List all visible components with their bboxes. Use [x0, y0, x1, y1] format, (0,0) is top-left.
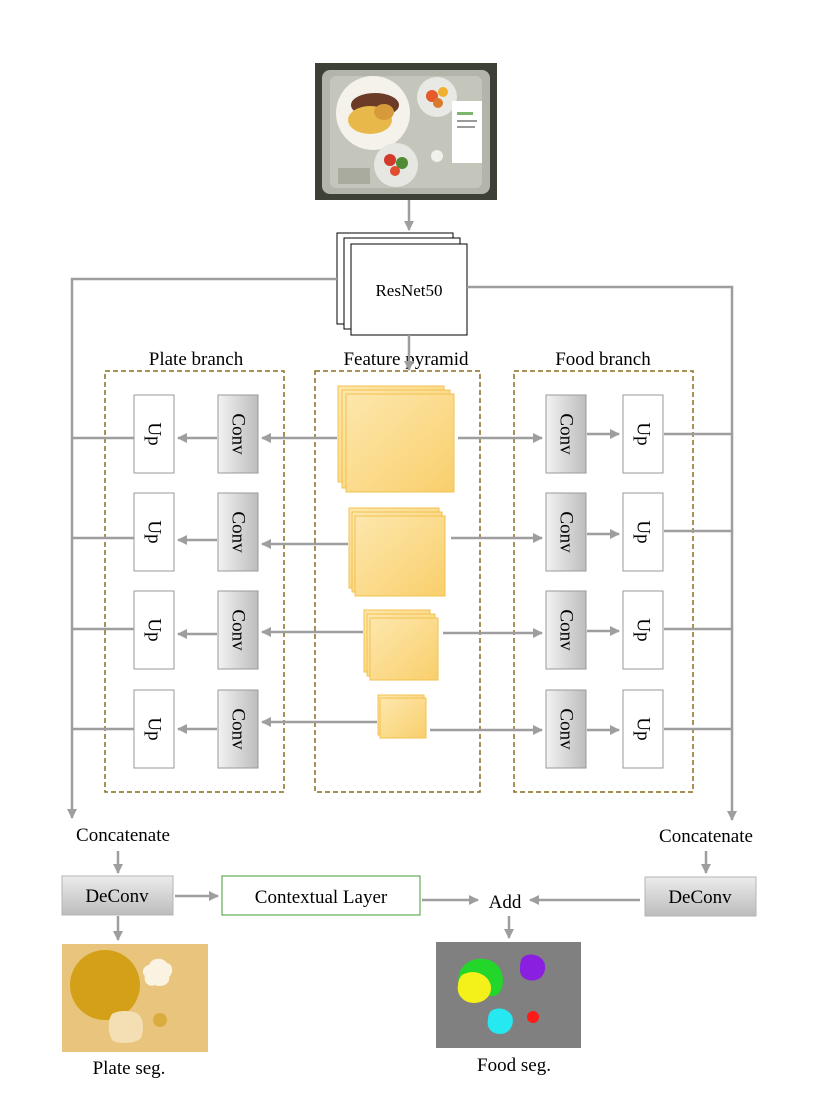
left-deconv-label: DeConv — [85, 886, 149, 907]
feature-map-level-4 — [377, 694, 427, 739]
food-seg-blob-yellow — [457, 972, 492, 1003]
plate-up-label: Up — [144, 520, 165, 543]
food-up-3 — [622, 590, 664, 670]
plate-conv-label: Conv — [228, 609, 249, 651]
plate-conv-2 — [217, 492, 259, 572]
feature-pyramid-box — [314, 370, 481, 793]
food-seg-image — [436, 942, 581, 1048]
food-conv-1 — [545, 394, 587, 474]
food-branch-layers — [545, 394, 664, 769]
food-conv-label: Conv — [556, 609, 577, 651]
food-branch-title: Food branch — [555, 349, 651, 370]
plate-up-3 — [133, 590, 175, 670]
plate-branch-title: Plate branch — [149, 349, 244, 370]
food-up-label: Up — [633, 618, 654, 641]
food-up-label: Up — [633, 422, 654, 445]
food-seg-blob-purple — [520, 954, 546, 981]
plate-conv-label: Conv — [228, 413, 249, 455]
plate-conv-1 — [217, 394, 259, 474]
plate-up-label: Up — [144, 422, 165, 445]
food-branch-box — [513, 370, 694, 793]
food-conv-label: Conv — [556, 413, 577, 455]
plate-up-2 — [133, 492, 175, 572]
contextual-layer-label: Contextual Layer — [255, 887, 388, 908]
resnet50-block — [336, 232, 468, 336]
left-deconv-box — [61, 875, 174, 916]
food-seg-caption: Food seg. — [477, 1055, 551, 1076]
feature-map-level-1 — [337, 385, 455, 493]
plate-branch-box — [104, 370, 285, 793]
feature-map-level-2 — [348, 507, 446, 597]
plate-up-label: Up — [144, 717, 165, 740]
food-up-label: Up — [633, 717, 654, 740]
plate-conv-label: Conv — [228, 511, 249, 553]
food-up-4 — [622, 689, 664, 769]
plate-seg-caption: Plate seg. — [93, 1058, 166, 1079]
food-up-1 — [622, 394, 664, 474]
add-label: Add — [489, 892, 522, 913]
right-deconv-box — [644, 876, 757, 917]
contextual-layer-box — [221, 875, 421, 916]
input-tray-image — [315, 63, 497, 200]
feature-pyramid-title: Feature pyramid — [343, 349, 469, 370]
right-concatenate-label: Concatenate — [659, 826, 753, 847]
food-conv-label: Conv — [556, 708, 577, 750]
food-seg-blob-red — [527, 1011, 539, 1023]
plate-branch-layers — [133, 394, 259, 769]
food-conv-label: Conv — [556, 511, 577, 553]
plate-up-label: Up — [144, 618, 165, 641]
food-up-2 — [622, 492, 664, 572]
feature-map-level-3 — [363, 609, 439, 681]
plate-seg-image — [62, 944, 208, 1052]
food-seg-blob-cyan — [487, 1008, 513, 1034]
plate-up-1 — [133, 394, 175, 474]
food-up-label: Up — [633, 520, 654, 543]
food-conv-4 — [545, 689, 587, 769]
resnet50-label: ResNet50 — [375, 281, 442, 300]
right-deconv-label: DeConv — [668, 887, 732, 908]
left-concatenate-label: Concatenate — [76, 825, 170, 846]
plate-conv-label: Conv — [228, 708, 249, 750]
plate-conv-4 — [217, 689, 259, 769]
food-conv-3 — [545, 590, 587, 670]
food-conv-2 — [545, 492, 587, 572]
plate-up-4 — [133, 689, 175, 769]
plate-conv-3 — [217, 590, 259, 670]
